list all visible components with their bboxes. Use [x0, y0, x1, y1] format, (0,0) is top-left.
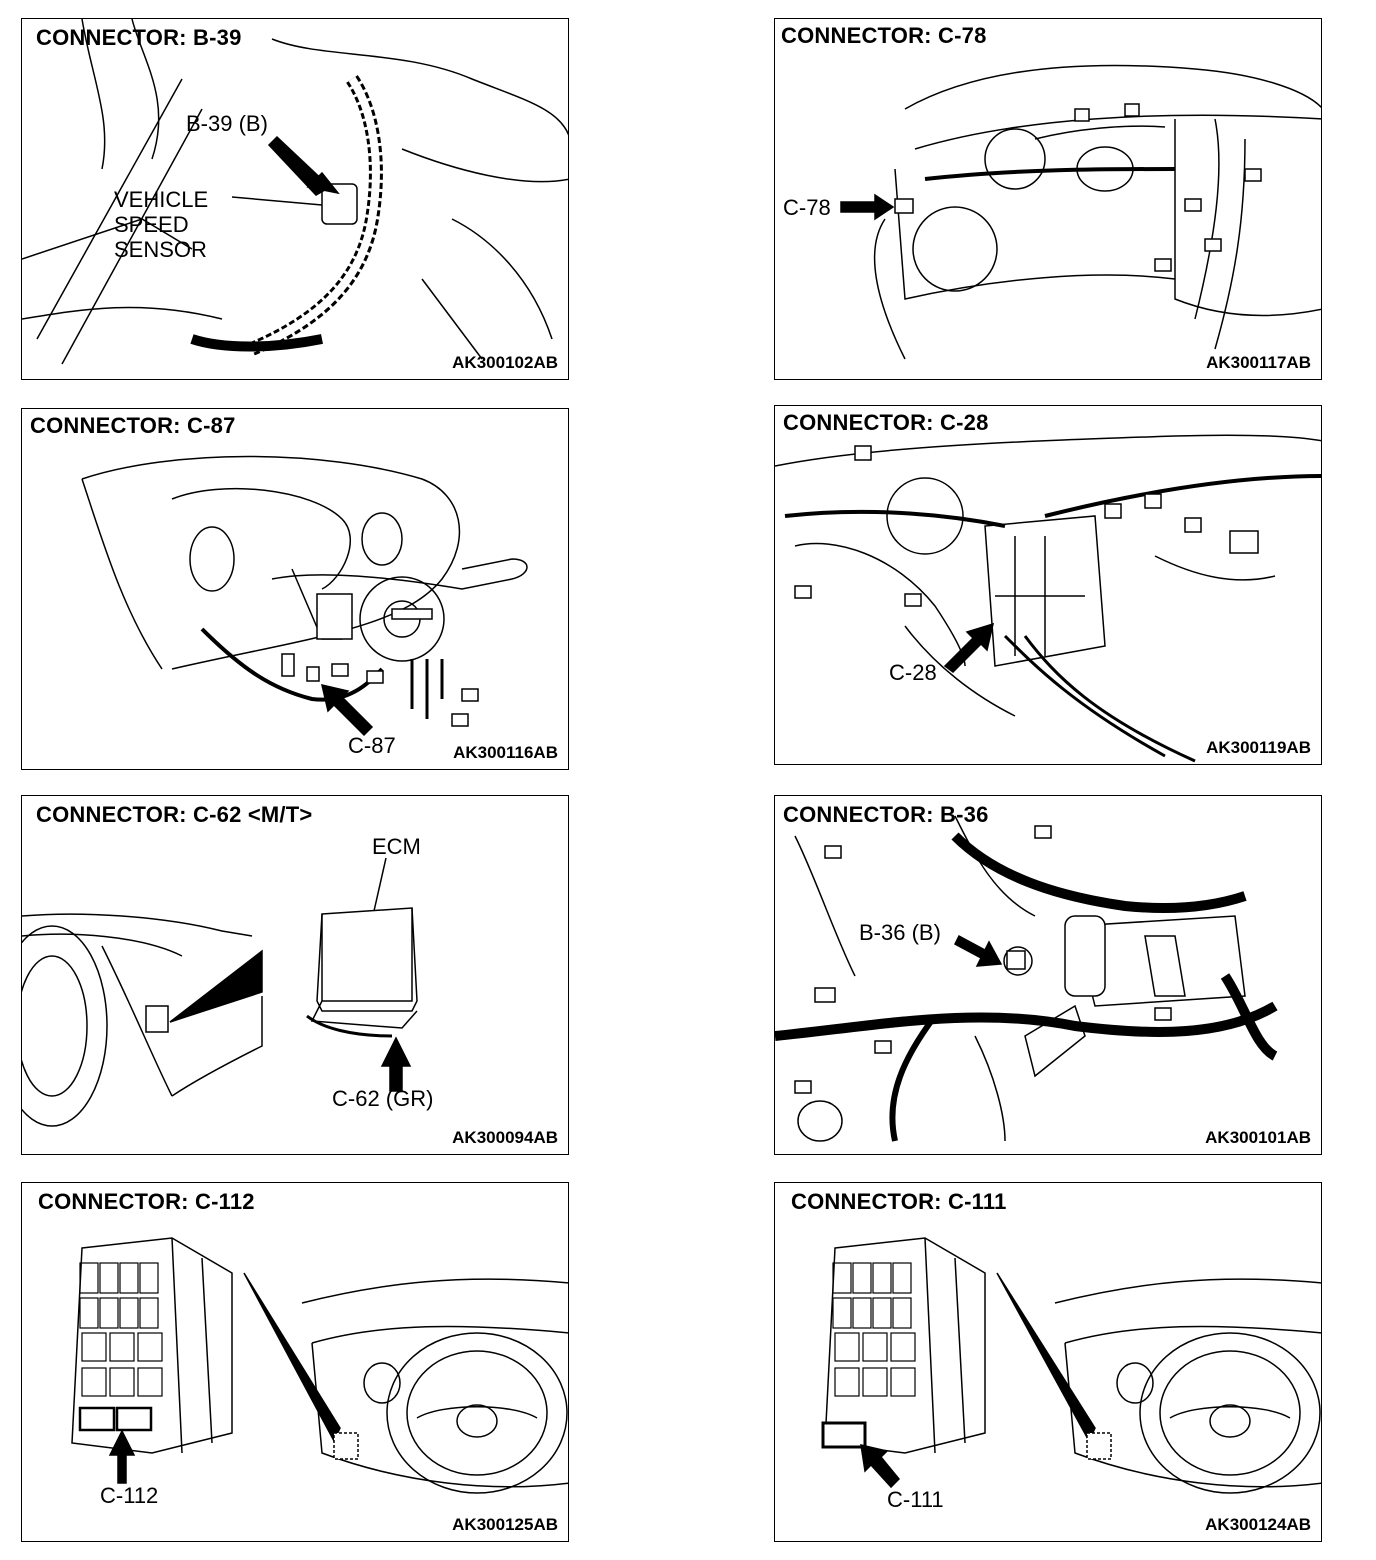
b39-illustration — [22, 19, 568, 365]
c112-arrow — [108, 1429, 136, 1484]
panel-title: CONNECTOR: C-62 <M/T> — [36, 802, 313, 827]
c111-wedge — [996, 1272, 1096, 1443]
panel-title: CONNECTOR: C-111 — [791, 1189, 1007, 1214]
c62-wedge — [169, 949, 263, 1023]
panel-title: CONNECTOR: B-36 — [783, 802, 989, 827]
figure-code: AK300094AB — [452, 1128, 558, 1147]
b36-illustration — [775, 815, 1278, 1142]
c62-illustration — [22, 857, 418, 1127]
panel-connector-b36: CONNECTOR: B-36 B-36 (B) AK300101AB — [774, 795, 1322, 1155]
sensor-label: VEHICLE SPEED SENSOR — [114, 187, 208, 262]
c28-arrow — [943, 622, 995, 673]
c28-illustration — [775, 434, 1321, 763]
figure-code: AK300125AB — [452, 1515, 558, 1534]
b36-arrow — [954, 934, 1003, 967]
figure-code: AK300117AB — [1206, 353, 1311, 372]
panel-title: CONNECTOR: C-78 — [781, 23, 987, 48]
figure-code: AK300119AB — [1206, 738, 1311, 757]
sensor-label-line-2: SPEED — [114, 212, 189, 237]
connector-label: B-39 (B) — [186, 111, 268, 136]
panel-title: CONNECTOR: C-112 — [38, 1189, 255, 1214]
connector-label: C-78 — [783, 195, 831, 220]
figure-code: AK300102AB — [452, 353, 558, 372]
c87-arrow — [320, 683, 374, 737]
connector-label: C-28 — [889, 660, 937, 685]
panel-title: CONNECTOR: C-28 — [783, 410, 989, 435]
panel-connector-b39: CONNECTOR: B-39 B-39 (B) VEHICLE SPEED S… — [21, 18, 569, 380]
panel-title: CONNECTOR: C-87 — [30, 413, 236, 438]
c78-illustration — [840, 64, 1321, 360]
panel-connector-c111: CONNECTOR: C-111 C-111 AK300124AB — [774, 1182, 1322, 1542]
panel-connector-c62: CONNECTOR: C-62 <M/T> ECM C-62 (GR) AK30… — [21, 795, 569, 1155]
c112-wedge — [243, 1272, 341, 1443]
panel-title: CONNECTOR: B-39 — [36, 25, 242, 50]
figure-code: AK300116AB — [453, 743, 558, 762]
panel-connector-c87: CONNECTOR: C-87 C-87 AK300116AB — [21, 408, 569, 770]
c62-arrow — [380, 1036, 412, 1092]
c111-arrow — [860, 1444, 901, 1489]
connector-label: C-87 — [348, 733, 396, 758]
panel-connector-c78: CONNECTOR: C-78 C-78 AK300117AB — [774, 18, 1322, 380]
sensor-label-line-1: VEHICLE — [114, 187, 209, 212]
connector-label: C-112 — [100, 1483, 159, 1508]
figure-code: AK300124AB — [1205, 1515, 1311, 1534]
c87-illustration — [81, 455, 528, 737]
connector-label: B-36 (B) — [859, 920, 941, 945]
c78-arrow — [840, 193, 895, 221]
connector-label: C-111 — [887, 1487, 944, 1512]
c112-illustration — [71, 1237, 568, 1494]
connector-label: C-62 (GR) — [332, 1086, 434, 1111]
panel-connector-c28: CONNECTOR: C-28 C-28 AK300119AB — [774, 405, 1322, 765]
panel-connector-c112: CONNECTOR: C-112 C-112 AK300125AB — [21, 1182, 569, 1542]
sensor-label-line-3: SENSOR — [114, 237, 207, 262]
ecm-label: ECM — [372, 834, 421, 859]
figure-code: AK300101AB — [1205, 1128, 1311, 1147]
c111-illustration — [821, 1237, 1321, 1494]
